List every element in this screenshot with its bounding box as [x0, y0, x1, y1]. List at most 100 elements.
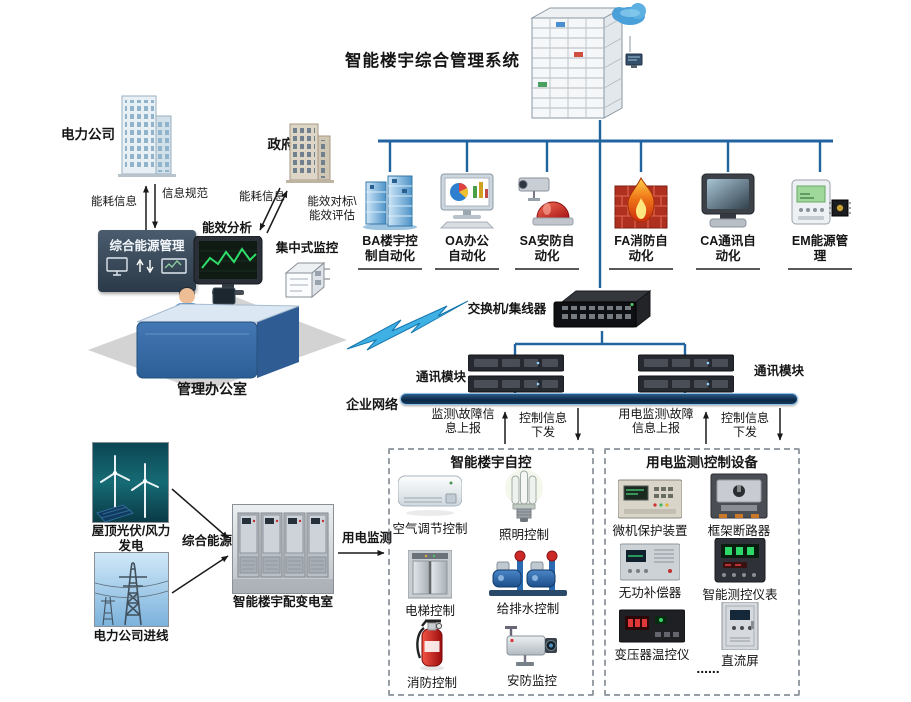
comm-module-icon	[638, 354, 734, 393]
item-label: 安防监控	[506, 674, 557, 688]
item-compensator: 无功补偿器	[612, 542, 688, 601]
lightning-bolt	[346, 300, 469, 351]
power-monitoring-label: 用电监测	[341, 531, 392, 545]
ca-monitor-icon	[701, 173, 755, 228]
benchmark-label: 能效对标\ 能效评估	[307, 196, 357, 222]
fa-firewall-icon	[614, 176, 668, 229]
network-switch	[552, 286, 652, 332]
analysis-monitor-icon	[193, 236, 263, 295]
item-relay-protection: 微机保护装置	[610, 478, 690, 539]
comm-module-right-label: 通讯模块	[753, 364, 804, 378]
flow-control-down-right-label: 控制信息 下发	[720, 411, 769, 440]
subsystem-label: EM能源管 理	[791, 234, 849, 263]
grid-line-photo	[95, 553, 168, 626]
item-label: 变压器温控仪	[614, 648, 690, 662]
transmission-tower-graphic	[95, 553, 168, 626]
power-company-building	[116, 90, 178, 178]
item-air-conditioner: 空气调节控制	[386, 470, 474, 537]
comm-module-left-label: 通讯模块	[415, 370, 466, 384]
wind-turbine-graphic	[93, 443, 168, 522]
efficiency-analysis-monitor	[192, 236, 264, 298]
subsystem-sa: SA安防自 动化	[509, 172, 585, 264]
desk-monitor-icon	[212, 287, 236, 305]
item-smart-meter: 智能测控仪表	[702, 538, 778, 603]
item-water-supply: 给排水控制	[488, 548, 568, 617]
item-security-monitor: 安防监控	[498, 626, 566, 689]
fire-extinguisher-icon	[416, 619, 444, 671]
subsystem-ca: CA通讯自 动化	[690, 172, 766, 264]
comm-module-icon	[468, 354, 564, 393]
office-building-icon	[118, 95, 176, 177]
government-label: 政府	[267, 137, 295, 152]
cctv-icon	[505, 626, 557, 666]
relay-protection-icon	[618, 479, 682, 519]
oa-monitor-icon	[439, 173, 495, 229]
cloud-icon	[612, 3, 646, 25]
em-meter-icon	[791, 179, 851, 225]
elevator-icon	[408, 550, 452, 599]
item-label: 微机保护装置	[612, 524, 688, 538]
info-standard-label: 信息规范	[162, 188, 208, 200]
subsystem-label: OA办公 自动化	[445, 234, 489, 263]
item-label: 空气调节控制	[392, 522, 468, 536]
dc-panel-icon	[721, 602, 759, 650]
smart-meter-icon	[714, 538, 766, 583]
lamp-icon	[505, 469, 543, 522]
compensator-icon	[620, 543, 680, 581]
flow-control-down-left-label: 控制信息 下发	[518, 411, 567, 440]
subsystem-label: FA消防自 动化	[614, 234, 668, 263]
item-label: 无功补偿器	[618, 586, 682, 600]
power-devices-title: 用电监测\控制设备	[646, 455, 758, 470]
chip-icon	[829, 199, 851, 217]
item-fire-control: 消防控制	[400, 614, 464, 691]
efficiency-analysis-label: 能效分析	[201, 221, 252, 235]
item-label: 直流屏	[721, 654, 759, 668]
power-devices-box	[604, 448, 800, 696]
grid-line-label: 电力公司进线	[93, 629, 169, 643]
enterprise-network-bus	[400, 393, 798, 405]
pv-to-substation-arrow	[171, 488, 229, 539]
pump-icon	[489, 550, 567, 596]
flow-monitor-report-label: 监测\故障信 息上报	[431, 407, 495, 436]
page-title: 智能楼宇综合管理系统	[345, 52, 520, 70]
subsystem-label: SA安防自 动化	[519, 234, 575, 263]
subsystem-label: BA楼宇控 制自动化	[362, 234, 418, 263]
item-label: 智能测控仪表	[702, 588, 778, 602]
item-label: 框架断路器	[707, 524, 771, 538]
building-control-box	[388, 448, 594, 696]
terminal-pc-icon	[625, 36, 643, 68]
office-desk-scene	[85, 282, 350, 394]
substation-photo	[233, 505, 333, 593]
switchgear-graphic	[233, 505, 333, 593]
item-elevator: 电梯控制	[398, 550, 462, 619]
camera-icon	[518, 177, 550, 201]
item-label: 电梯控制	[404, 604, 455, 618]
substation-label: 智能楼宇配变电室	[232, 595, 333, 609]
energy-mgmt-box: 综合能源管理	[98, 230, 196, 292]
subsystem-label: CA通讯自 动化	[700, 234, 756, 263]
subsystem-fa: FA消防自 动化	[603, 172, 679, 264]
office-label: 管理办公室	[177, 381, 247, 397]
temp-controller-icon	[619, 609, 685, 643]
government-building	[286, 120, 334, 184]
grid-to-substation-arrow	[171, 555, 229, 594]
building-wireframe-icon	[530, 3, 646, 119]
frame-breaker-icon	[710, 473, 768, 519]
monitor-cube-icon	[284, 261, 330, 299]
ba-servers-icon	[363, 175, 417, 230]
desk-scene-graphic	[88, 287, 347, 392]
flow-power-monitor-report-label: 用电监测\故障 信息上报	[618, 407, 694, 436]
pv-wind-photo	[93, 443, 168, 522]
switch-label: 交换机/集线器	[467, 302, 547, 316]
air-conditioner-icon	[398, 475, 462, 516]
integrated-energy-label: 综合能源	[181, 534, 232, 548]
item-label: 照明控制	[498, 528, 549, 542]
item-frame-breaker: 框架断路器	[704, 472, 774, 539]
switch-icon	[553, 289, 652, 329]
energy-info-right-label: 能耗信息	[239, 191, 285, 203]
item-label: 给排水控制	[496, 602, 560, 616]
central-monitor-label: 集中式监控	[275, 241, 339, 255]
sa-alarm-icon	[518, 177, 574, 226]
government-building-icon	[286, 123, 334, 183]
